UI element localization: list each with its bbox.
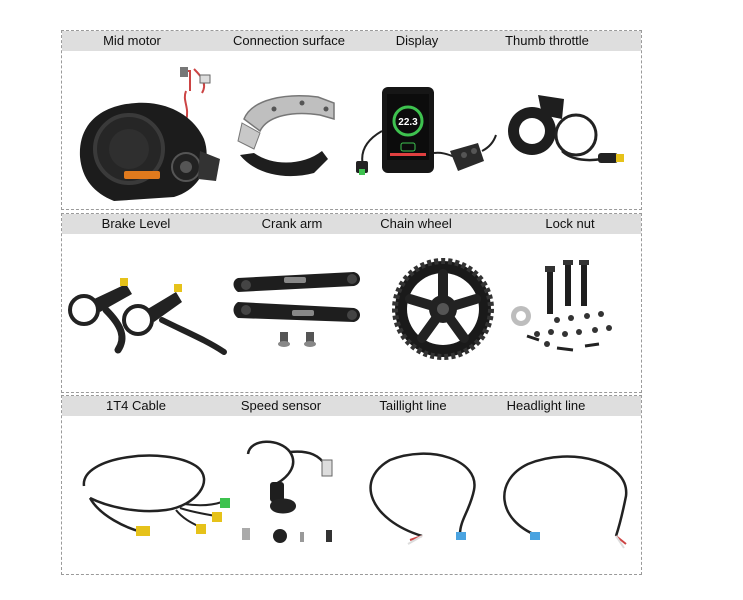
row-1-header: Mid motor Connection surface Display Thu… <box>62 31 641 51</box>
mid-motor-image <box>79 67 220 201</box>
label-speed-sensor: Speed sensor <box>240 398 322 413</box>
label-mid-motor: Mid motor <box>103 33 161 48</box>
label-crank-arm: Crank arm <box>261 216 323 231</box>
label-display: Display <box>395 33 439 48</box>
taillight-line-image <box>369 452 476 545</box>
thumb-throttle-image <box>508 95 624 163</box>
connection-surface-image <box>237 95 335 177</box>
crank-arm-image <box>233 272 360 347</box>
brake-lever-image <box>68 278 227 355</box>
label-headlight-line: Headlight line <box>506 398 586 413</box>
row-2-header: Brake Level Crank arm Chain wheel Lock n… <box>62 214 641 234</box>
label-connection-surface: Connection surface <box>232 33 346 48</box>
display-speed: 22.3 <box>398 117 418 128</box>
lock-nut-image <box>511 260 612 352</box>
headlight-line-image <box>503 455 628 549</box>
label-chain-wheel: Chain wheel <box>380 216 452 231</box>
row-2-panel: Brake Level Crank arm Chain wheel Lock n… <box>61 213 642 393</box>
label-taillight-line: Taillight line <box>379 398 447 413</box>
label-brake-level: Brake Level <box>101 216 171 231</box>
cable-1t4-image <box>82 454 230 536</box>
display-image: 22.3 <box>356 87 497 175</box>
speed-sensor-image <box>242 440 333 543</box>
label-lock-nut: Lock nut <box>545 216 595 231</box>
row-3-panel: 1T4 Cable Speed sensor Taillight line He… <box>61 395 642 575</box>
chain-wheel-image <box>392 258 494 360</box>
row-1-panel: Mid motor Connection surface Display Thu… <box>61 30 642 210</box>
label-1t4-cable: 1T4 Cable <box>106 398 166 413</box>
label-thumb-throttle: Thumb throttle <box>505 33 589 48</box>
row-3-header: 1T4 Cable Speed sensor Taillight line He… <box>62 396 641 416</box>
